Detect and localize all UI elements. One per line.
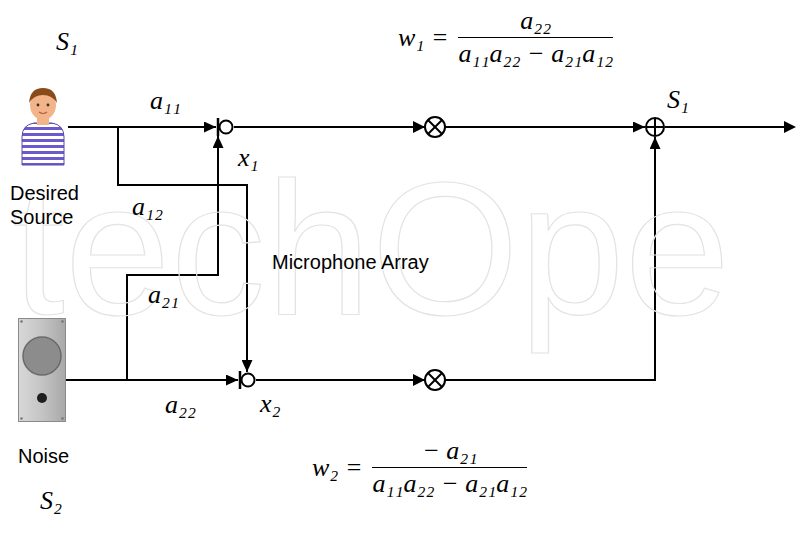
source-symbol: S₂ — [40, 486, 62, 516]
microphone-symbol — [238, 371, 256, 389]
denominator: a₁₁a₂₂ − a₂₁a₁₂ — [458, 39, 613, 69]
multiplier-symbol — [425, 117, 445, 137]
signal-name: x₂ — [260, 389, 281, 419]
source-symbol: S₁ — [56, 27, 78, 57]
microphone-symbol — [216, 118, 234, 136]
weight-formula: w₁ = a₂₂a₁₁a₂₂ − a₂₁a₁₂ — [398, 6, 613, 69]
signal-name: x₁ — [238, 143, 259, 173]
fraction-bar — [372, 467, 527, 468]
fraction-bar — [458, 37, 613, 38]
arrow-head — [413, 121, 425, 133]
gain-label: a₂₂ — [165, 390, 196, 420]
arrow-head — [784, 121, 796, 133]
numerator: − a₂₁ — [422, 436, 477, 466]
fraction: − a₂₁a₁₁a₂₂ − a₂₁a₁₂ — [372, 436, 527, 499]
fraction: a₂₂a₁₁a₂₂ − a₂₁a₁₂ — [458, 6, 613, 69]
microphone: x₁ — [216, 118, 234, 136]
weight-name: w₁ = — [398, 23, 448, 53]
weight-formula: w₂ = − a₂₁a₁₁a₂₂ − a₂₁a₁₂ — [312, 436, 527, 499]
speaker-icon — [18, 318, 66, 422]
signal-path — [66, 136, 218, 380]
gain-label: a₁₁ — [150, 86, 181, 116]
desired-source: S₁Desired Source — [18, 85, 68, 165]
numerator: a₂₂ — [520, 6, 551, 36]
signal-path — [68, 127, 247, 372]
source-caption: Desired Source — [10, 181, 120, 229]
output-symbol: S₁ — [667, 85, 689, 115]
gain-label: a₂₁ — [148, 280, 179, 310]
person-icon — [18, 85, 68, 165]
adder: S₁ — [645, 117, 665, 137]
output-line — [665, 126, 786, 128]
denominator: a₁₁a₂₂ − a₂₁a₁₂ — [372, 469, 527, 499]
array-label: Microphone Array — [272, 250, 432, 274]
microphone: x₂ — [238, 371, 256, 389]
arrow-head — [413, 374, 425, 386]
watermark: techOpe — [12, 148, 730, 348]
source-caption: Noise — [18, 444, 69, 468]
weight-name: w₂ = — [312, 453, 362, 483]
adder-symbol — [645, 117, 665, 137]
signal-path — [66, 379, 238, 381]
noise-source: NoiseS₂ — [18, 318, 66, 422]
gain-label: a₁₂ — [132, 192, 163, 222]
signal-path — [256, 137, 655, 380]
multiplier-symbol — [425, 370, 445, 390]
